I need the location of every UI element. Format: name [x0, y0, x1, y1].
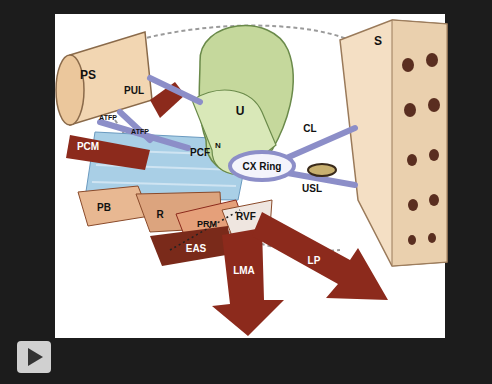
external-anal-sphincter — [150, 226, 232, 266]
part-label: R — [156, 209, 163, 220]
organ-name: U — [236, 105, 245, 118]
play-icon — [28, 348, 43, 366]
pubic-bone — [70, 32, 152, 125]
sacral-foramina — [402, 53, 440, 245]
organ-name: S — [374, 35, 382, 48]
part-label: LMA — [233, 265, 255, 276]
part-label: CX Ring — [243, 161, 282, 172]
ligaments — [100, 78, 355, 185]
part-label: PCF — [190, 147, 210, 158]
part-label: PCM — [77, 141, 99, 152]
pubococcygeus-muscle — [66, 135, 150, 170]
lp-arrow — [252, 212, 388, 300]
part-label: CL — [303, 123, 316, 134]
part-label: RVF — [236, 211, 256, 222]
perineal-body — [78, 186, 150, 226]
play-button — [17, 341, 51, 373]
uterosacral-ring — [308, 164, 336, 176]
organ-label: S — [371, 33, 385, 50]
organ-label: PS — [77, 67, 99, 84]
pubic-bone-end — [56, 55, 84, 125]
organ-label: U — [233, 103, 248, 120]
part-label: ATFP — [131, 128, 149, 136]
sacrum — [340, 20, 447, 266]
part-label: LP — [308, 255, 321, 266]
part-label: PB — [97, 202, 111, 213]
organ-name: PS — [80, 69, 96, 82]
part-label: PRM — [197, 220, 217, 230]
part-label: PUL — [124, 85, 144, 96]
part-label: EAS — [186, 243, 207, 254]
part-label: USL — [302, 183, 322, 194]
part-label: N — [215, 142, 221, 151]
sacrum-face — [392, 20, 447, 266]
cervical-ring — [230, 152, 294, 180]
part-label: ATFP — [99, 114, 117, 122]
